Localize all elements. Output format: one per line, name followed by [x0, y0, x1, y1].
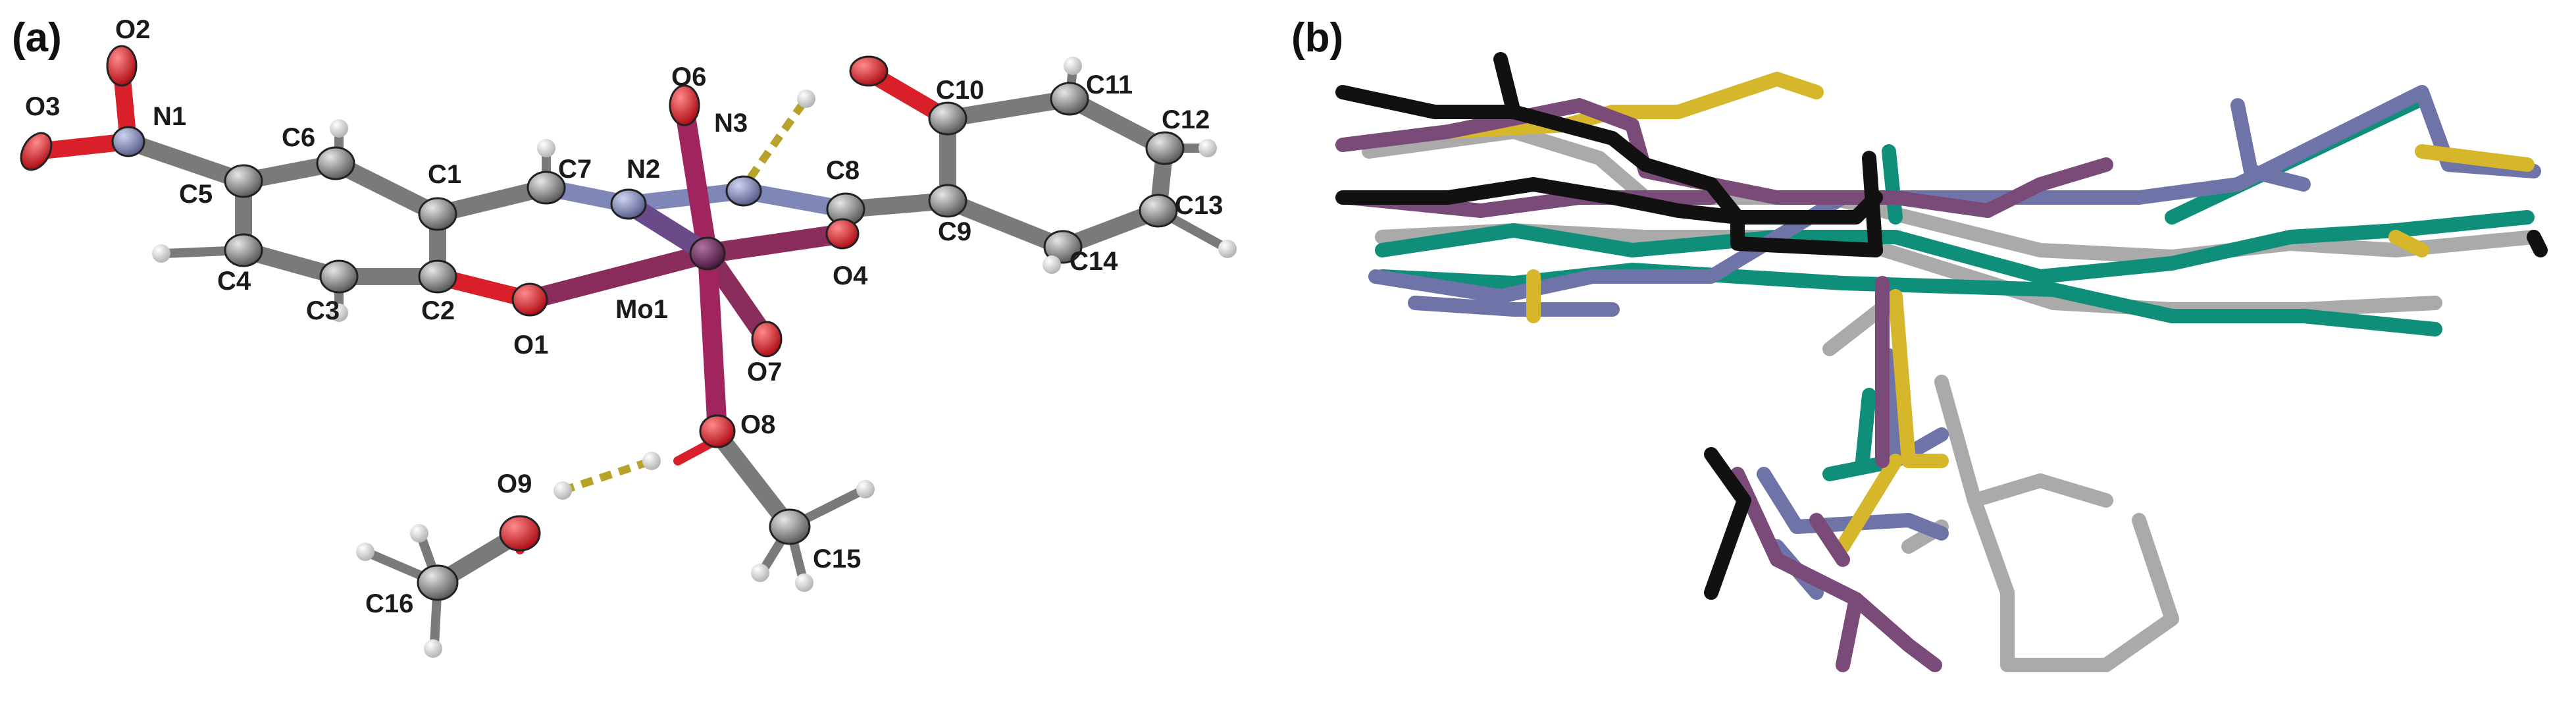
- panel-a-hetero-bonds: [28, 64, 956, 554]
- label-O6: O6: [671, 63, 706, 92]
- panel-b: (b): [1291, 15, 2548, 672]
- label-C13: C13: [1175, 191, 1223, 220]
- panel-b-label: (b): [1291, 15, 1343, 61]
- label-O3: O3: [25, 92, 60, 121]
- label-C9: C9: [938, 217, 971, 246]
- panel-a-atom-labels: O2 O3 N1 C5 C6 C1 C7 N2 O6 N3 C8 C10 C11…: [25, 15, 1223, 618]
- label-C4: C4: [217, 267, 251, 296]
- label-C7: C7: [558, 155, 592, 184]
- label-C2: C2: [421, 296, 455, 325]
- label-C16: C16: [365, 589, 413, 618]
- label-C15: C15: [813, 545, 861, 573]
- label-C11: C11: [1086, 70, 1133, 99]
- panel-a-bonds: [120, 65, 1229, 650]
- label-C5: C5: [179, 180, 213, 209]
- overlay-structures: [1335, 52, 2548, 672]
- panel-a-label: (a): [12, 15, 62, 61]
- label-O4: O4: [833, 261, 868, 290]
- label-C10: C10: [936, 76, 984, 105]
- label-N1: N1: [153, 102, 186, 131]
- label-C12: C12: [1162, 105, 1210, 134]
- label-C6: C6: [282, 123, 315, 152]
- label-C1: C1: [428, 160, 461, 189]
- panel-a-atoms: [20, 45, 1237, 658]
- label-C8: C8: [826, 156, 860, 185]
- label-O9: O9: [497, 469, 532, 498]
- label-Mo1: Mo1: [615, 295, 668, 324]
- label-C3: C3: [306, 296, 340, 325]
- label-O8: O8: [740, 410, 775, 439]
- panel-a-hbonds: [561, 96, 810, 494]
- label-N2: N2: [627, 155, 660, 184]
- label-O7: O7: [747, 358, 782, 386]
- label-C14: C14: [1069, 247, 1118, 276]
- label-N3: N3: [714, 109, 748, 138]
- label-O2: O2: [115, 15, 150, 44]
- label-O1: O1: [513, 331, 548, 360]
- panel-a: (a): [12, 15, 1237, 658]
- overlay-black: [1335, 52, 2548, 600]
- overlay-slate: [1368, 85, 2541, 600]
